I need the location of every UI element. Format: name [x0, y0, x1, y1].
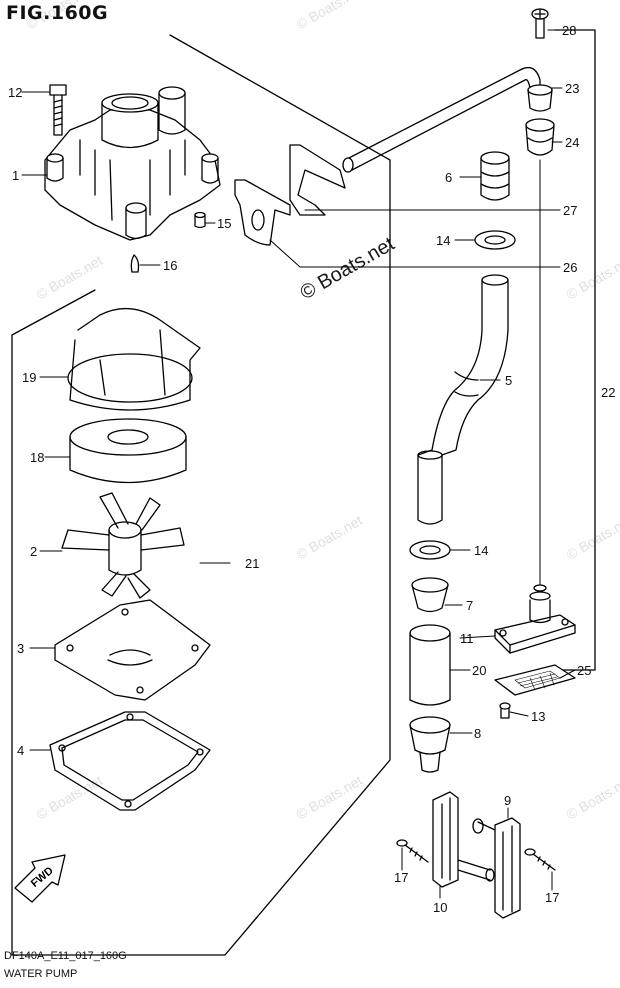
water-tube [417, 274, 509, 525]
clamp-27 [289, 144, 346, 216]
callout-12: 12 [8, 85, 22, 100]
o-ring [67, 307, 201, 411]
pin [194, 211, 206, 229]
plate [54, 599, 211, 701]
watermark: © Boats.net [294, 0, 366, 33]
watermark: © Boats.net [294, 772, 366, 823]
watermark-center: © Boats.net [297, 233, 399, 305]
callout-21: 21 [245, 556, 259, 571]
callout-11: 11 [460, 631, 474, 646]
callout-9: 9 [504, 793, 511, 808]
callout-20: 20 [472, 663, 486, 678]
screw-17-left [396, 839, 429, 863]
callout-25: 25 [577, 663, 591, 678]
callout-4: 4 [17, 743, 24, 758]
water-pipe [342, 66, 541, 173]
callout-2: 2 [30, 544, 37, 559]
diagram-caption: WATER PUMP [4, 968, 78, 980]
screw-28 [531, 8, 549, 39]
callout-labels: 12 1 15 16 19 18 2 21 3 4 28 23 24 6 27 … [8, 23, 615, 915]
callout-15: 15 [217, 216, 231, 231]
seal-8 [409, 716, 451, 773]
washer-top [474, 230, 516, 250]
watermark: © Boats.net [564, 512, 620, 563]
callout-1: 1 [12, 168, 19, 183]
screw-13 [499, 702, 511, 719]
liner [69, 418, 187, 484]
callout-3: 3 [17, 641, 24, 656]
callout-7: 7 [466, 598, 473, 613]
screw-17-right [524, 848, 556, 871]
watermark: © Boats.net [564, 772, 620, 823]
key [130, 254, 140, 273]
watermark: © Boats.net [24, 0, 96, 33]
fwd-arrow: FWD [14, 854, 66, 903]
washer-mid [409, 540, 451, 560]
callout-24: 24 [565, 135, 579, 150]
callout-22: 22 [601, 385, 615, 400]
grommet-24 [525, 118, 555, 156]
callout-10: 10 [433, 900, 447, 915]
drawing-code: DF140A_E11_017_160G [4, 950, 127, 962]
watermark: © Boats.net [294, 512, 366, 563]
pump-case [44, 86, 221, 241]
figure-label: FIG.160G [6, 2, 109, 24]
impeller [61, 492, 185, 599]
callout-23: 23 [565, 81, 579, 96]
callout-18: 18 [30, 450, 44, 465]
callout-13: 13 [531, 709, 545, 724]
callout-28: 28 [562, 23, 576, 38]
callout-5: 5 [505, 373, 512, 388]
leader-lines [21, 29, 576, 899]
callout-14-mid: 14 [474, 543, 488, 558]
callout-6: 6 [445, 170, 452, 185]
holder-11 [494, 584, 576, 654]
callout-14-top: 14 [436, 233, 450, 248]
screen-9 [472, 817, 521, 919]
grommet-23 [527, 84, 553, 112]
grommet-6 [480, 151, 510, 201]
assy-bracket [554, 29, 596, 671]
callout-17-right: 17 [545, 890, 559, 905]
pipe-20 [409, 624, 451, 706]
watermark: © Boats.net [34, 772, 106, 823]
strainer-25 [494, 664, 576, 696]
callout-26: 26 [563, 260, 577, 275]
watermark: © Boats.net [34, 252, 106, 303]
clamp-26 [234, 179, 291, 246]
seal-7 [411, 577, 449, 613]
callout-17-left: 17 [394, 870, 408, 885]
kit-bracket [11, 34, 391, 956]
bolt [49, 84, 67, 136]
gasket [49, 711, 211, 811]
callout-19: 19 [22, 370, 36, 385]
callout-16: 16 [163, 258, 177, 273]
callout-27: 27 [563, 203, 577, 218]
screen-holder-10 [432, 791, 495, 888]
callout-8: 8 [474, 726, 481, 741]
